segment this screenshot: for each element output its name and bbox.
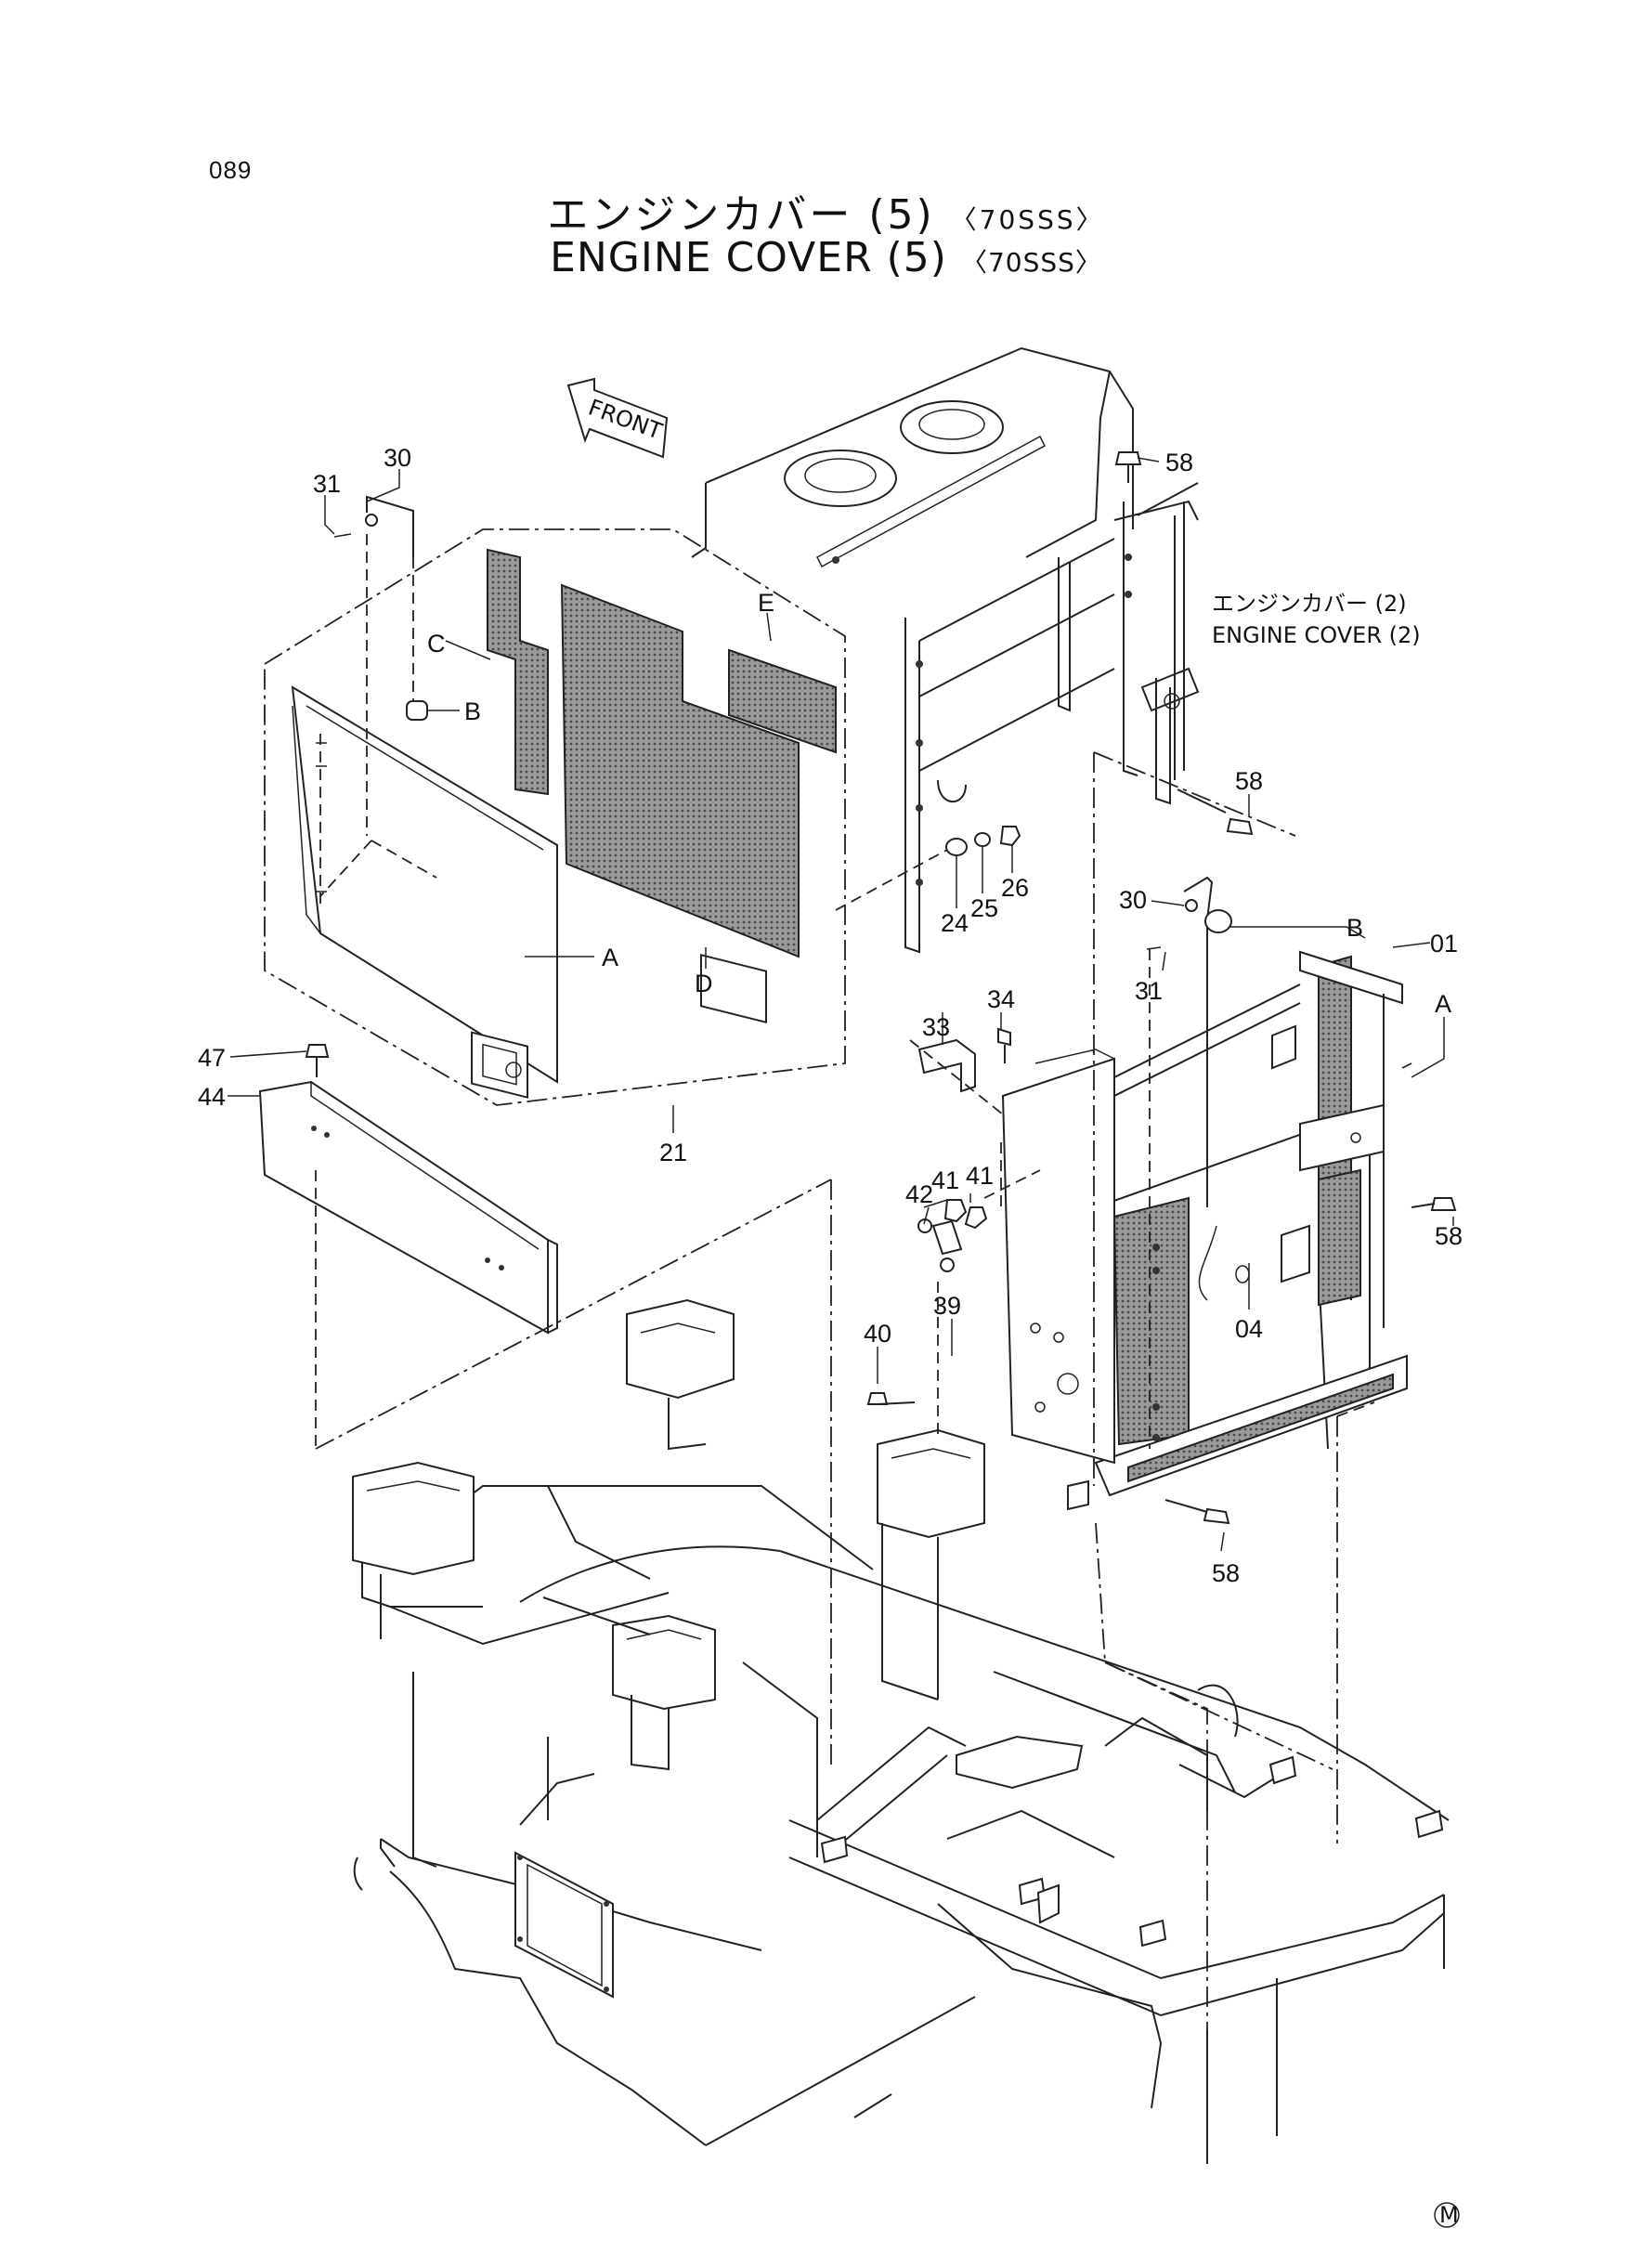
front-direction-arrow: FRONT [566,377,669,459]
assembly-guide-lines [315,751,1412,2164]
title-english-text: ENGINE COVER (5) [550,234,947,281]
reference-note-english: ENGINE COVER (2) [1212,622,1421,648]
callout-26: 26 [1001,874,1029,902]
side-door-panel [291,685,558,1099]
callout-24: 24 [941,909,969,937]
upper-frame-base [352,1298,1450,2164]
callout-30-left: 30 [384,444,411,472]
title-japanese: エンジンカバー (5) 〈70SSS〉 [0,181,1652,241]
callout-31-left: 31 [313,470,341,498]
letter-callouts: C B E A D B A [427,589,1451,1018]
callout-letter-b-right: B [1346,914,1363,942]
callout-30-right: 30 [1119,886,1147,914]
callout-letter-e: E [758,589,774,617]
hinge-pin-right [1146,876,1232,1449]
title-japanese-text: エンジンカバー (5) [547,191,935,239]
step-panel-44 [258,1044,558,1449]
corner-mark: M [1434,2202,1460,2228]
bolt-58-set [1114,451,1457,1525]
callout-21: 21 [659,1139,687,1166]
radiator-side-panel [1001,1049,1115,1465]
callout-42: 42 [905,1180,933,1208]
callout-01: 01 [1430,930,1458,958]
page-number: 089 [209,156,253,184]
callout-letter-c: C [427,630,446,658]
assembly-21-boundary [264,528,846,1106]
callout-34: 34 [987,985,1015,1013]
sound-insulation-foam [487,548,837,1023]
callout-25: 25 [970,894,998,922]
part-number-callouts: 31 30 47 44 21 58 58 24 25 26 30 31 01 3… [198,444,1463,1587]
engine-cover-frame [904,482,1200,954]
callout-letter-d: D [695,970,713,997]
callout-letter-b-left: B [464,697,481,725]
callout-letter-a-right: A [1435,990,1451,1018]
callout-04: 04 [1235,1315,1263,1343]
callout-leader-lines [228,457,1454,1552]
callout-41-a: 41 [931,1166,959,1194]
callout-58-mid: 58 [1235,767,1263,795]
callout-39: 39 [933,1292,961,1320]
title-english-variant: 〈70SSS〉 [960,247,1102,278]
callout-41-b: 41 [966,1162,994,1190]
reference-note: エンジンカバー (2) ENGINE COVER (2) [1212,591,1421,648]
brackets-and-bolts [866,1027,1041,1405]
title-english: ENGINE COVER (5) 〈70SSS〉 [0,234,1652,281]
foam-e [728,648,837,754]
callout-44: 44 [198,1083,226,1111]
foam-c [487,548,549,796]
callout-letter-a-left: A [602,944,618,971]
callout-58-top: 58 [1165,449,1193,476]
callout-40: 40 [864,1320,891,1348]
engine-housing [691,346,1134,568]
callout-58-right: 58 [1435,1222,1463,1250]
fastener-set-24-26 [835,826,1021,911]
callout-47: 47 [198,1044,226,1072]
callout-31-right: 31 [1135,977,1163,1005]
foam-d [560,583,800,958]
corner-mark-letter: M [1439,2202,1459,2228]
title-japanese-variant: 〈70SSS〉 [950,204,1105,235]
reference-note-japanese: エンジンカバー (2) [1212,591,1407,617]
callout-58-bottom: 58 [1212,1559,1240,1587]
callout-33: 33 [922,1013,950,1041]
radiator-frame-01 [1058,950,1408,1497]
